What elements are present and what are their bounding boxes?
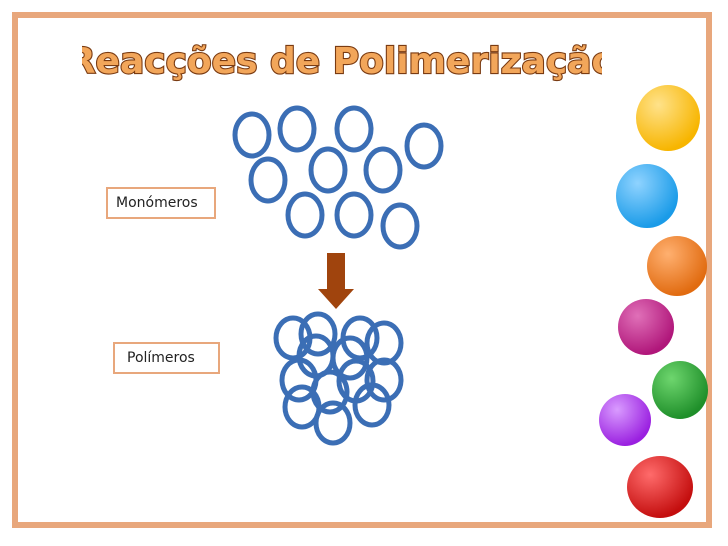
slide-title: Reacções de Polimerização: [67, 28, 618, 88]
monomers-label: Monómeros: [106, 187, 216, 219]
slide-frame: [12, 12, 712, 528]
slide-title-text: Reacções de Polimerização: [82, 41, 602, 82]
polymers-label-text: Polímeros: [127, 350, 195, 366]
monomers-label-text: Monómeros: [116, 195, 198, 211]
polymers-label: Polímeros: [113, 342, 220, 374]
